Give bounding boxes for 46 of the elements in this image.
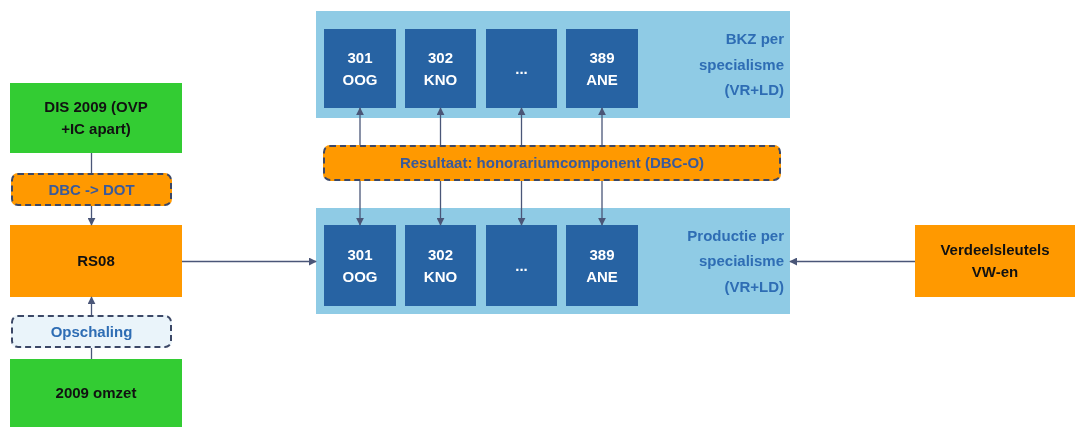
connector-arrow: [181, 257, 317, 266]
connector-arrow: [436, 180, 445, 226]
connector-arrow: [436, 107, 445, 146]
node-label: 301 OOG: [341, 47, 379, 90]
specialism-tile: [405, 225, 476, 306]
specialism-tile: [566, 225, 638, 306]
node-label: 301 OOG: [341, 244, 379, 287]
panel-title: BKZ per specialisme (VR+LD): [697, 29, 784, 101]
connector-arrow: [517, 107, 526, 146]
node-label: 302 KNO: [422, 47, 459, 90]
node-label: ...: [515, 58, 528, 79]
node-label: Resultaat: honorariumcomponent (DBC-O): [399, 153, 705, 174]
source-box: [10, 83, 182, 153]
specialism-tile: [405, 29, 476, 108]
node-label: DIS 2009 (OVP +IC apart): [43, 97, 149, 139]
node-label: ...: [515, 255, 528, 276]
panel-title: Productie per specialisme (VR+LD): [686, 225, 784, 297]
specialism-tile: [486, 225, 557, 306]
process-box: [10, 225, 182, 297]
step-box: [11, 173, 172, 206]
node-label: Verdeelsleutels VW-en: [939, 240, 1051, 282]
specialism-tile: [486, 29, 557, 108]
connector-arrow: [517, 180, 526, 226]
node-label: 389 ANE: [585, 244, 619, 287]
node-label: Opschaling: [50, 321, 133, 342]
source-box: [10, 359, 182, 427]
process-box: [915, 225, 1075, 297]
node-label: DBC -> DOT: [48, 179, 135, 200]
node-label: 302 KNO: [422, 244, 459, 287]
connector-arrow: [598, 107, 606, 146]
node-label: 2009 omzet: [55, 383, 137, 404]
connector-arrow: [789, 257, 916, 266]
connector-arrow: [87, 205, 96, 226]
connector-arrow: [356, 107, 364, 146]
node-label: 389 ANE: [585, 47, 619, 90]
connector-arrow: [598, 180, 606, 226]
specialism-tile: [324, 225, 396, 306]
step-box: [323, 145, 781, 181]
connector-arrow: [87, 296, 96, 316]
specialism-tile: [324, 29, 396, 108]
connector-arrow: [356, 180, 364, 226]
step-box: [11, 315, 172, 348]
group-panel: [316, 208, 790, 314]
group-panel: [316, 11, 790, 118]
node-label: RS08: [77, 251, 115, 272]
specialism-tile: [566, 29, 638, 108]
